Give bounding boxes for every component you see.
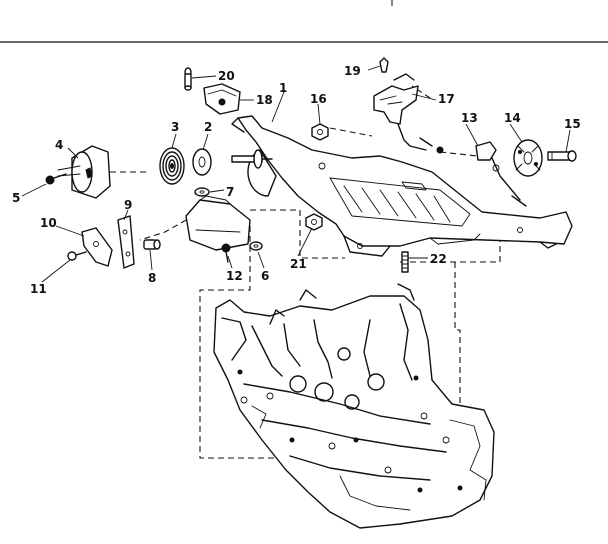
callout-16: 16 [310, 92, 327, 106]
callout-14: 14 [504, 111, 521, 125]
callout-1: 1 [279, 81, 287, 95]
callout-6: 6 [261, 269, 269, 283]
callout-12: 12 [226, 269, 243, 283]
assembly-guide-lines [110, 85, 501, 459]
part-15-bolt [547, 150, 577, 162]
part-16-nut [311, 123, 329, 141]
callout-17: 17 [438, 92, 455, 106]
part-21-nut [305, 213, 323, 231]
part-5-screw [45, 173, 67, 185]
mounting-bracket [185, 195, 251, 251]
part-10-lever-plate [81, 227, 113, 267]
part-4-cam-pulley [57, 145, 111, 199]
part-17-latch [373, 73, 444, 154]
part-8-spacer [143, 239, 161, 250]
callout-19: 19 [344, 64, 361, 78]
part-22-screw [401, 251, 409, 273]
part-20-pin [184, 67, 192, 91]
callout-11: 11 [30, 282, 47, 296]
callout-20: 20 [218, 69, 235, 83]
callout-9: 9 [124, 198, 132, 212]
part-7-washer [194, 187, 210, 197]
base-chassis [213, 283, 495, 529]
part-9-link-plate [117, 215, 135, 269]
callout-15: 15 [564, 117, 581, 131]
part-18-bracket [203, 83, 241, 115]
callout-labels: 1 2 3 4 5 6 7 8 9 10 11 12 13 14 15 16 1… [12, 64, 581, 296]
part-19-pin [379, 57, 389, 73]
part-13-sleeve [475, 141, 527, 207]
part-11-screw [67, 251, 87, 261]
part-14-gear [513, 139, 543, 177]
callout-2: 2 [204, 120, 212, 134]
callout-7: 7 [226, 185, 234, 199]
callout-22: 22 [430, 252, 447, 266]
shaft-with-collar [231, 149, 273, 169]
part-1-main-frame [231, 115, 573, 257]
leader-lines [21, 65, 571, 283]
callout-18: 18 [256, 93, 273, 107]
callout-4: 4 [55, 138, 63, 152]
callout-3: 3 [171, 120, 179, 134]
part-6-washer [249, 241, 263, 251]
callout-8: 8 [148, 271, 156, 285]
part-12-screw [221, 243, 231, 263]
callout-21: 21 [290, 257, 307, 271]
part-2-washer [192, 148, 212, 176]
callout-10: 10 [40, 216, 57, 230]
callout-5: 5 [12, 191, 20, 205]
part-3-coil-spring [159, 147, 185, 185]
callout-13: 13 [461, 111, 478, 125]
